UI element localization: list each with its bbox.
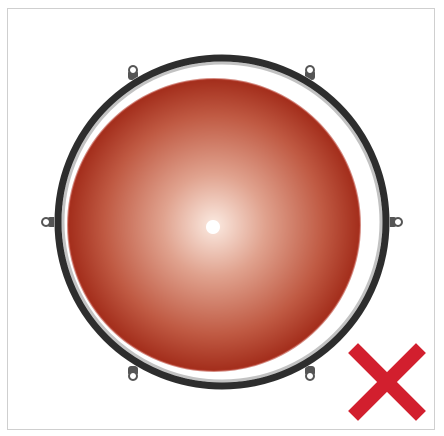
- center-point: [206, 220, 220, 234]
- tension-lug-icon[interactable]: [305, 366, 315, 380]
- close-x-icon[interactable]: [358, 353, 416, 411]
- tension-lug-icon[interactable]: [128, 366, 138, 380]
